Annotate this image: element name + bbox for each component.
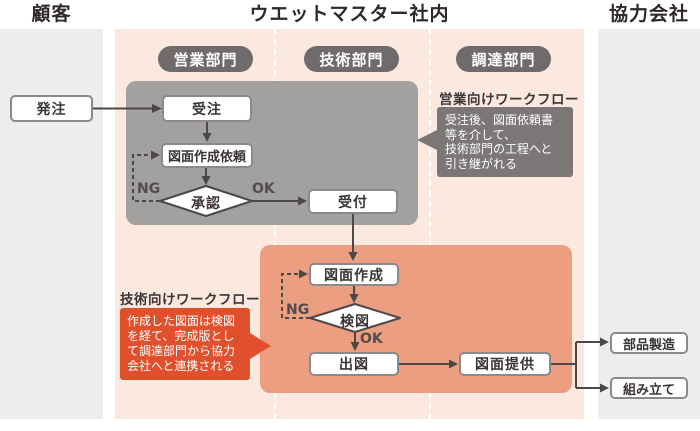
department-pill-engineering: 技術部門 [304, 46, 399, 72]
lane-partner [598, 29, 700, 419]
lane-divider-engineering-procurement [429, 29, 431, 419]
engineering-callout-body: 作成した図面は検図 を経て、完成版とし て調達部門から協力 会社へと連携される [120, 308, 250, 380]
sales-callout-title: 営業向けワークフロー [439, 92, 579, 108]
department-pill-procurement: 調達部門 [456, 46, 551, 72]
node-drawing-release: 出図 [309, 352, 399, 376]
lane-title-partner: 協力会社 [608, 3, 689, 25]
engineering-ok-label: OK [360, 331, 383, 347]
node-reception: 受付 [308, 189, 398, 214]
node-assembly: 組み立て [610, 377, 688, 399]
sales-ok-label: OK [252, 181, 275, 197]
node-order: 発注 [10, 95, 93, 122]
node-receive-order: 受注 [162, 95, 252, 122]
engineering-callout-title: 技術向けワークフロー [120, 292, 260, 308]
node-drawing-provide: 図面提供 [459, 352, 551, 376]
engineering-ng-label: NG [286, 302, 310, 318]
lane-title-company: ウエットマスター社内 [249, 3, 450, 25]
lane-customer [0, 29, 103, 419]
check-diamond-label: 検図 [340, 314, 370, 330]
department-pill-sales: 営業部門 [158, 46, 253, 72]
node-drawing-request: 図面作成依頼 [161, 143, 253, 168]
lane-title-customer: 顧客 [31, 3, 72, 25]
node-parts-manufacturing: 部品製造 [610, 332, 688, 354]
node-drawing-create: 図面作成 [309, 263, 399, 286]
sales-callout-body: 受注後、図面依頼書 等を介して、 技術部門の工程へと 引き継がれる [437, 107, 573, 177]
approval-diamond-label: 承認 [191, 196, 221, 212]
sales-ng-label: NG [137, 181, 161, 197]
